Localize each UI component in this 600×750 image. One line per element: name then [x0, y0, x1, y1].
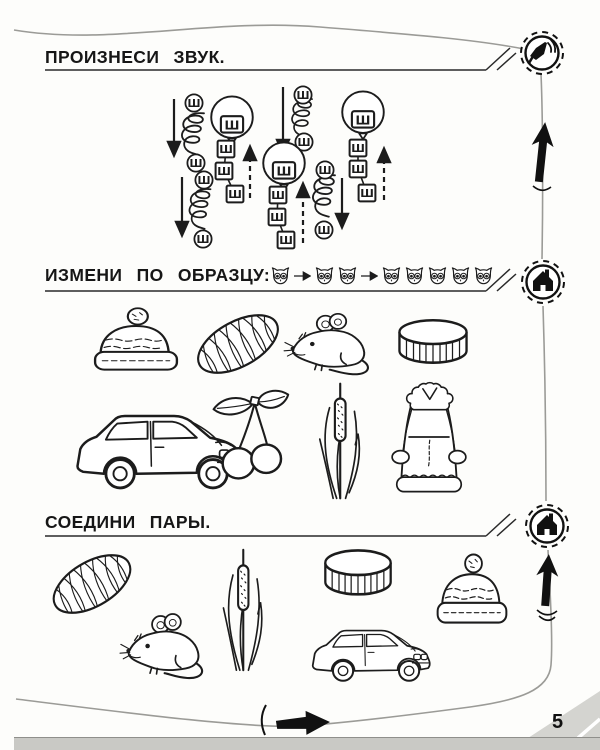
picture-pine-cone [188, 304, 288, 384]
house-badge-2 [525, 504, 569, 548]
cat-face-icon [314, 266, 335, 286]
spiral-icon [311, 174, 336, 218]
pattern-sequence [270, 264, 496, 288]
cat-face-icon [473, 266, 494, 286]
house-badge-1 [521, 260, 565, 304]
section1-title: ПРОИЗНЕСИ ЗВУК. [45, 47, 225, 67]
cat-face-icon [337, 266, 358, 286]
loudspeaker-badge [520, 31, 564, 75]
up-arrow-icon-1 [531, 122, 554, 192]
picture-mouse [280, 310, 376, 378]
corner-fold [528, 691, 600, 738]
spiral-icon [290, 97, 314, 138]
right-arrow-icon [260, 704, 330, 736]
picture-fur-coat [386, 376, 472, 498]
picture-hat-2 [430, 552, 514, 634]
sound-exercise-diagram [166, 85, 392, 250]
picture-puck-2 [320, 546, 396, 604]
spiral-icon [188, 188, 212, 230]
picture-car-2 [306, 618, 434, 692]
picture-hat [86, 306, 186, 380]
balloon-icon [341, 90, 385, 141]
balloon-icon [262, 141, 306, 192]
picture-puck [394, 316, 472, 372]
cat-face-icon [404, 266, 425, 286]
picture-mouse-2 [116, 610, 210, 682]
cat-face-icon [270, 266, 291, 286]
arrow-right-icon [294, 271, 311, 281]
arrow-right-icon [361, 271, 378, 281]
page-edge-bar [14, 737, 600, 750]
loudspeaker-icon [527, 39, 557, 65]
section2-title: ИЗМЕНИ ПО ОБРАЗЦУ: [45, 265, 271, 285]
picture-cattail-2 [214, 546, 276, 674]
spiral-icon [180, 112, 206, 156]
cat-face-icon [381, 266, 402, 286]
up-arrow-icon-2 [536, 554, 559, 622]
cat-face-icon [450, 266, 471, 286]
cat-face-icon [427, 266, 448, 286]
picture-cherries [204, 380, 292, 488]
section3-title: СОЕДИНИ ПАРЫ. [45, 512, 211, 532]
picture-cattail [310, 380, 374, 502]
page-number: 5 [552, 711, 564, 733]
balloon-icon [210, 95, 254, 146]
